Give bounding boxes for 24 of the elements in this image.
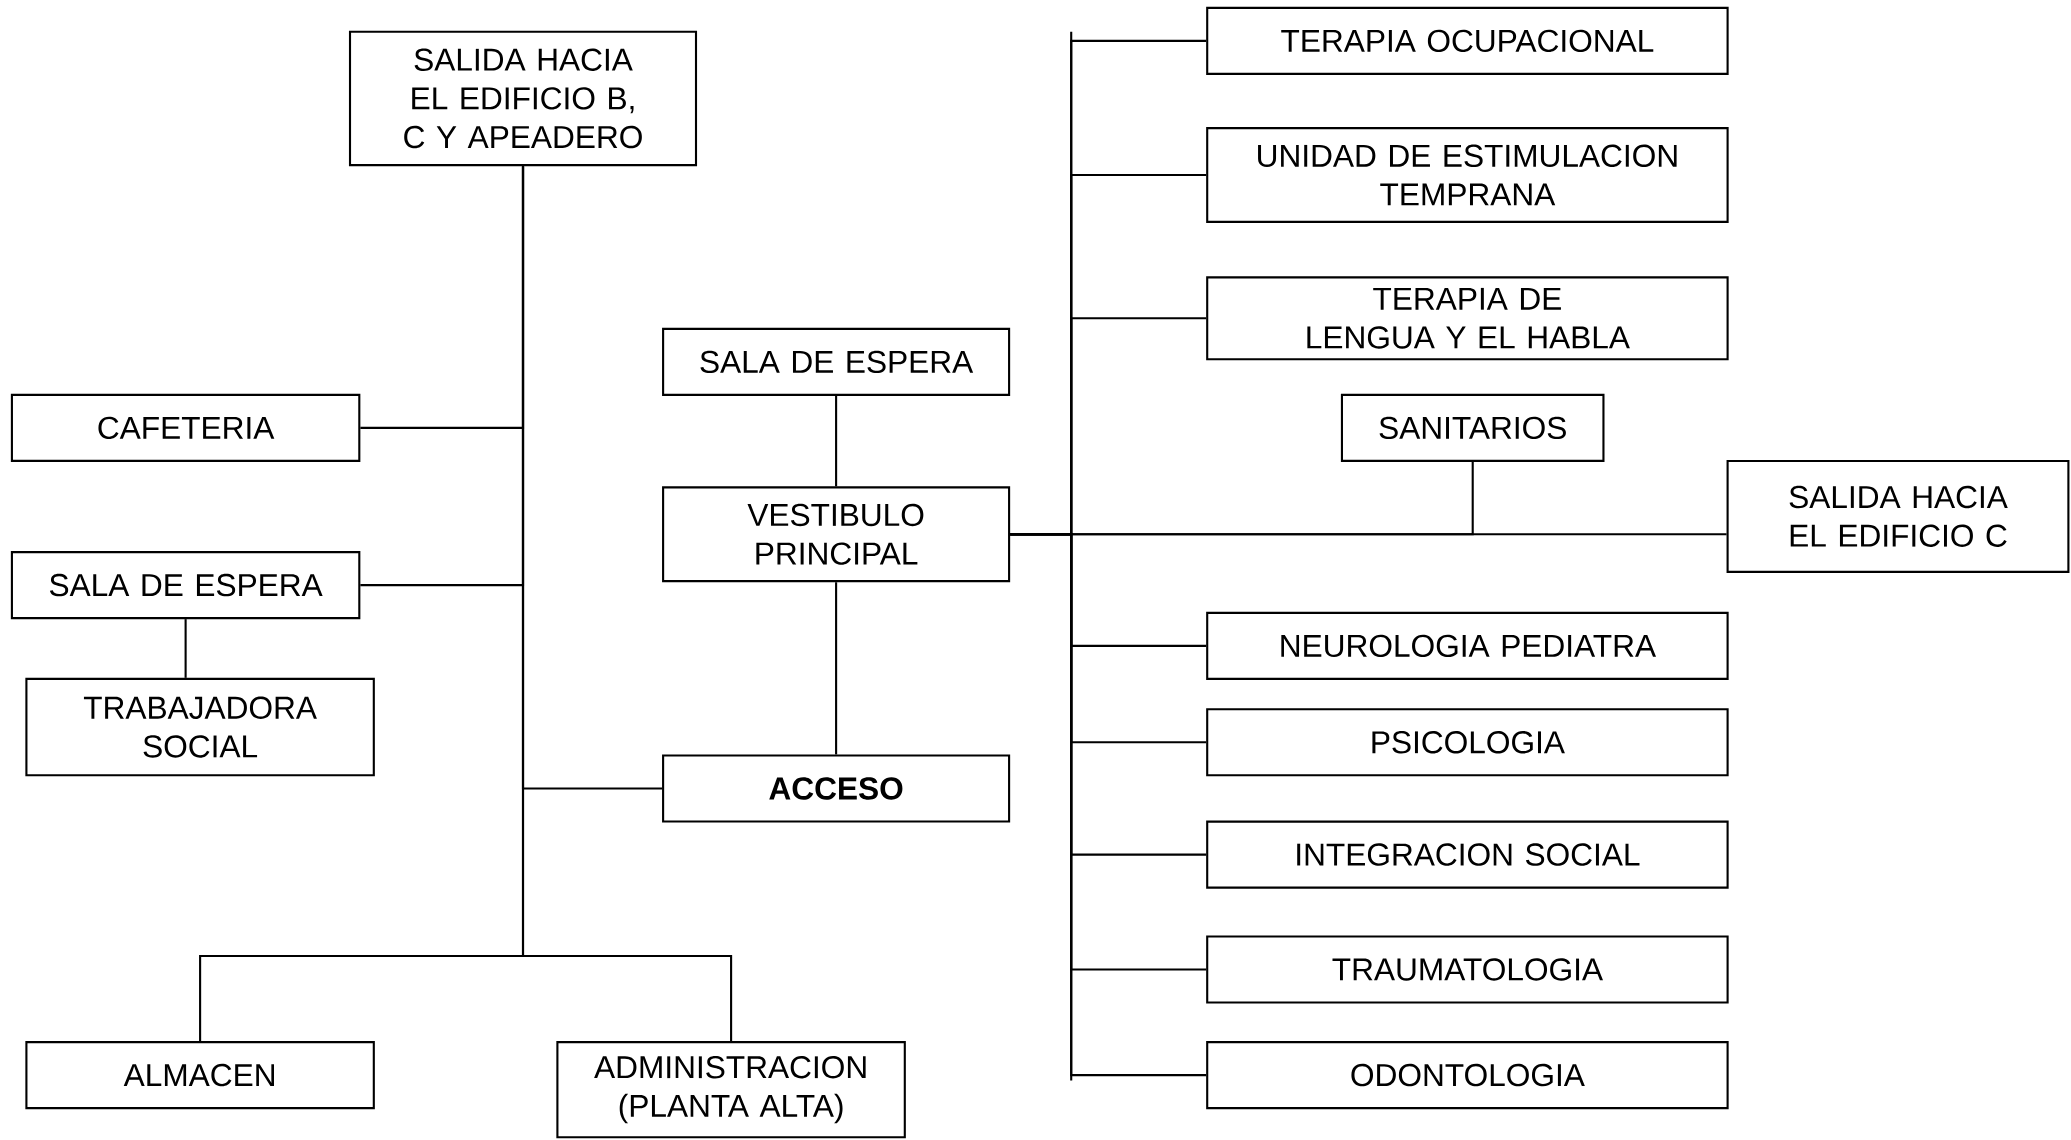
- room-box: UNIDAD DE ESTIMULACION TEMPRANA: [1206, 127, 1729, 223]
- connector-line: [835, 395, 838, 487]
- room-box: VESTIBULO PRINCIPAL: [662, 486, 1011, 583]
- connector-line: [521, 166, 733, 1042]
- room-box: INTEGRACION SOCIAL: [1206, 820, 1729, 889]
- room-box: SALIDA HACIA EL EDIFICIO B, C Y APEADERO: [348, 30, 698, 167]
- connector-line: [1010, 533, 1207, 1077]
- room-box: SALA DE ESPERA: [662, 327, 1011, 396]
- room-box: SANITARIOS: [1340, 393, 1605, 462]
- room-box: SALIDA HACIA EL EDIFICIO C: [1726, 459, 2070, 573]
- room-box: ODONTOLOGIA: [1206, 1041, 1729, 1110]
- room-box: TERAPIA OCUPACIONAL: [1206, 6, 1729, 75]
- room-box: PSICOLOGIA: [1206, 708, 1729, 777]
- room-box: ADMINISTRACION (PLANTA ALTA): [556, 1041, 906, 1139]
- room-box: SALA DE ESPERA: [10, 551, 361, 620]
- room-box: ALMACEN: [25, 1041, 375, 1110]
- room-box: TERAPIA DE LENGUA Y EL HABLA: [1206, 276, 1729, 361]
- connector-line: [184, 619, 187, 678]
- room-box: NEUROLOGIA PEDIATRA: [1206, 611, 1729, 680]
- room-box: TRABAJADORA SOCIAL: [25, 677, 375, 777]
- room-box: CAFETERIA: [10, 393, 361, 462]
- connector-line: [835, 582, 838, 755]
- room-box: ACCESO: [662, 754, 1011, 823]
- room-box: TRAUMATOLOGIA: [1206, 935, 1729, 1004]
